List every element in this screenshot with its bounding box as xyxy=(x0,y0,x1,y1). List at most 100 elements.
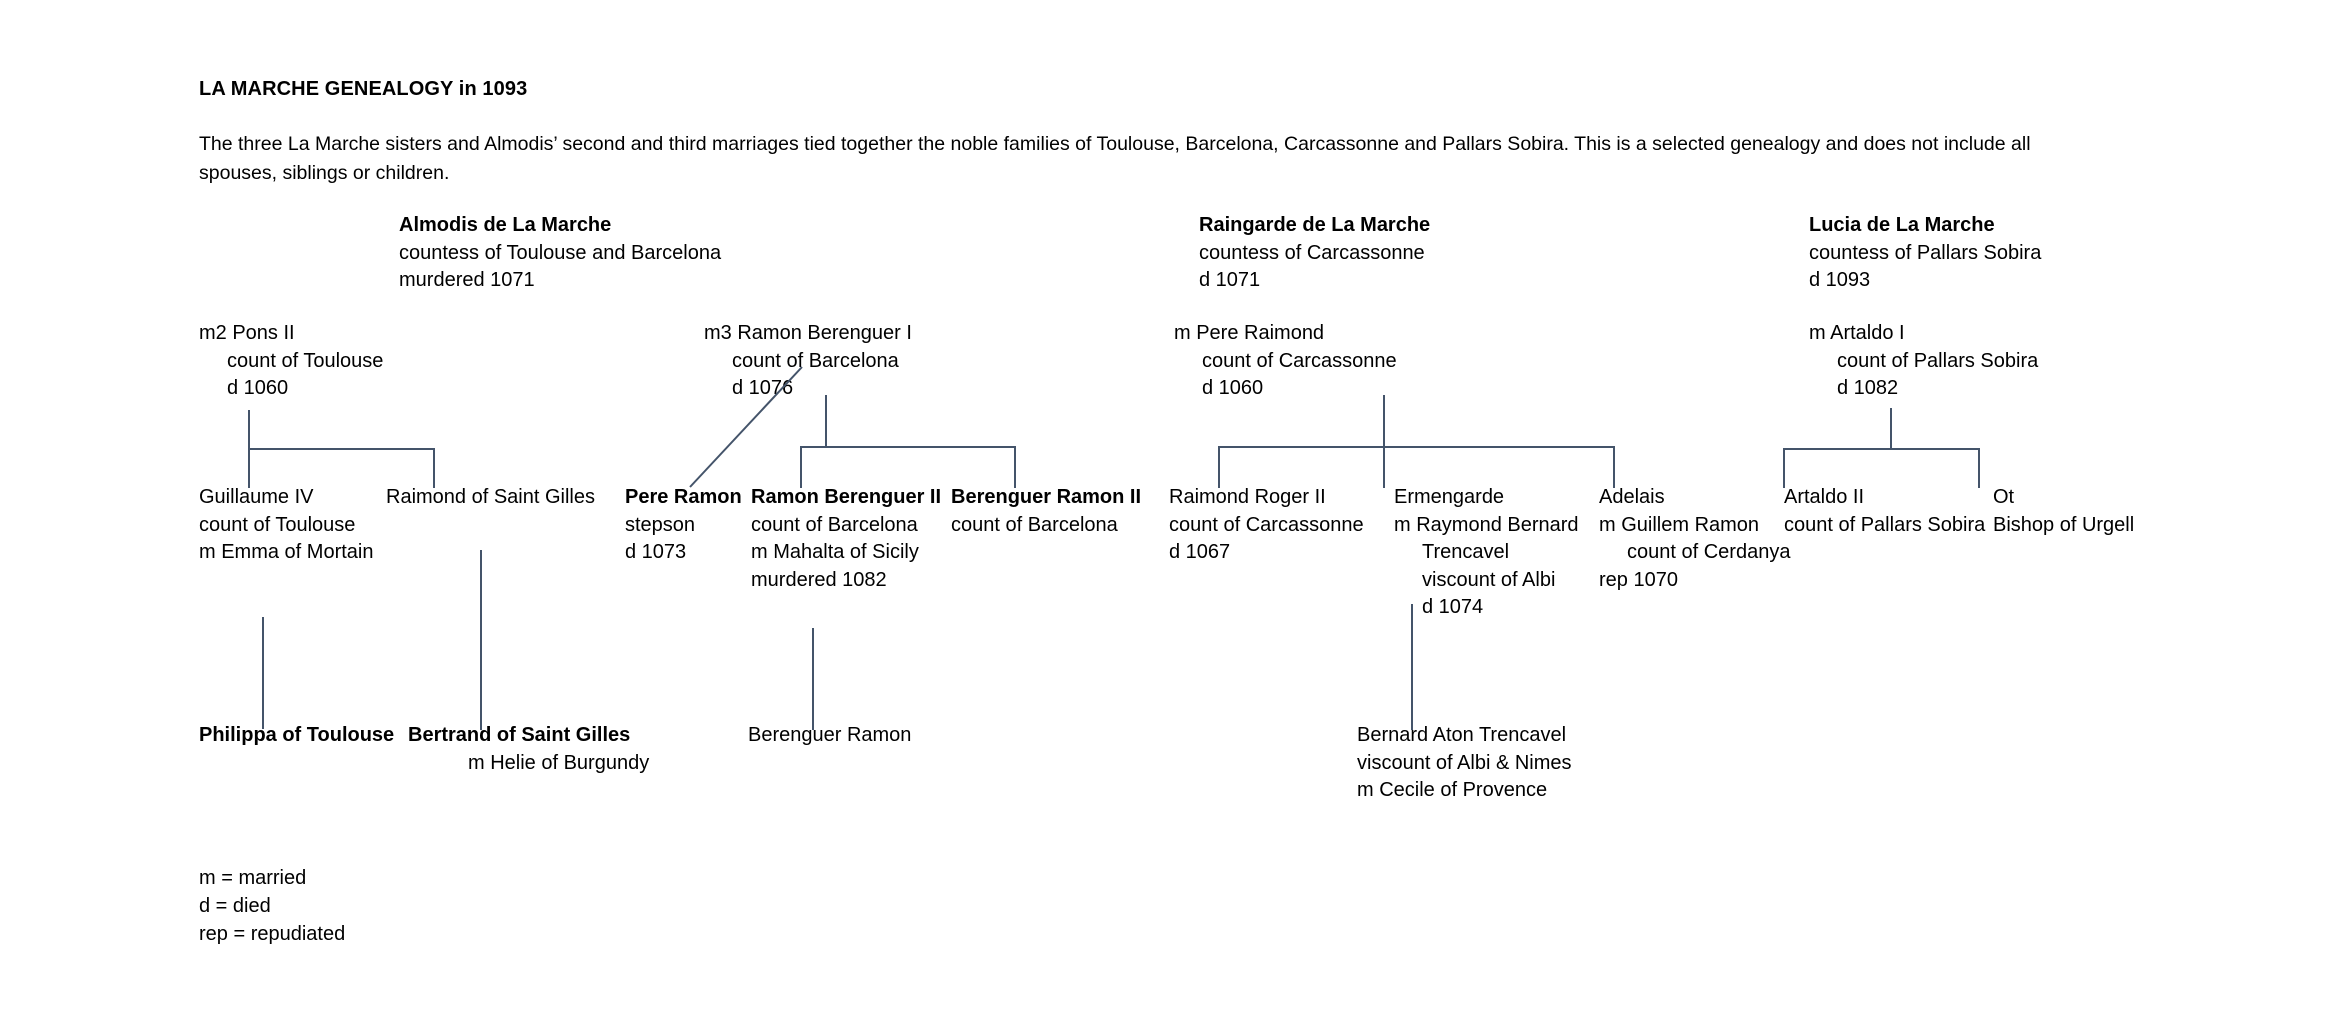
marriage-artaldo-i-spouse: m Artaldo I xyxy=(1809,322,1905,344)
person-almodis-title: countess of Toulouse and Barcelona xyxy=(399,241,722,264)
person-raingarde: Raingarde de La Marche countess of Carca… xyxy=(1199,212,1430,295)
legend-died: d = died xyxy=(199,895,271,917)
person-pere-ramon-line2: stepson xyxy=(625,513,696,536)
person-almodis: Almodis de La Marche countess of Toulous… xyxy=(399,212,721,295)
person-bertrand: Bertrand of Saint Gilles m Helie of Burg… xyxy=(408,722,649,777)
person-ot: Ot Bishop of Urgell xyxy=(1993,484,2134,539)
person-raimond-roger-ii: Raimond Roger II count of Carcassonne d … xyxy=(1169,484,1364,567)
person-bernard-aton-line3: m Cecile of Provence xyxy=(1357,779,1548,801)
person-bertrand-name: Bertrand of Saint Gilles xyxy=(408,724,631,746)
marriage-artaldo-i-death: d 1082 xyxy=(1837,377,1899,399)
person-lucia-name: Lucia de La Marche xyxy=(1809,214,1995,236)
person-ermengarde: Ermengarde m Raymond Bernard Trencavel v… xyxy=(1394,484,1579,622)
person-lucia-title: countess of Pallars Sobira xyxy=(1809,241,2042,264)
person-berenguer-ramon-ii: Berenguer Ramon II count of Barcelona xyxy=(951,484,1141,539)
person-lucia: Lucia de La Marche countess of Pallars S… xyxy=(1809,212,2041,295)
person-adelais-line4: rep 1070 xyxy=(1599,568,1678,591)
person-guillaume-iv-line3: m Emma of Mortain xyxy=(199,541,374,563)
person-berenguer-ramon: Berenguer Ramon xyxy=(748,722,911,750)
person-ramon-berenguer-ii-line4: murdered 1082 xyxy=(751,568,887,591)
person-bertrand-line2: m Helie of Burgundy xyxy=(468,751,650,774)
person-raingarde-death: d 1071 xyxy=(1199,269,1261,291)
intro-line-2: spouses, siblings or children. xyxy=(199,162,450,184)
person-guillaume-iv-line2: count of Toulouse xyxy=(199,513,356,536)
person-berenguer-ramon-ii-name: Berenguer Ramon II xyxy=(951,486,1142,508)
person-ermengarde-line3: Trencavel xyxy=(1422,541,1510,563)
person-ramon-berenguer-ii-line2: count of Barcelona xyxy=(751,513,918,536)
person-adelais-name: Adelais xyxy=(1599,486,1665,508)
person-artaldo-ii-name: Artaldo II xyxy=(1784,486,1865,508)
person-artaldo-ii: Artaldo II count of Pallars Sobira xyxy=(1784,484,1985,539)
marriage-ramon-berenguer-i-spouse: m3 Ramon Berenguer I xyxy=(704,322,912,344)
person-almodis-death: murdered 1071 xyxy=(399,269,535,291)
connector-bar-carcassonne xyxy=(1218,446,1615,448)
person-raimond-roger-ii-line2: count of Carcassonne xyxy=(1169,513,1364,536)
marriage-pere-raimond: m Pere Raimond count of Carcassonne d 10… xyxy=(1174,320,1397,403)
person-berenguer-ramon-name: Berenguer Ramon xyxy=(748,724,912,746)
person-raingarde-title: countess of Carcassonne xyxy=(1199,241,1425,264)
marriage-artaldo-i: m Artaldo I count of Pallars Sobira d 10… xyxy=(1809,320,2038,403)
intro-paragraph: The three La Marche sisters and Almodis’… xyxy=(199,130,2159,188)
marriage-artaldo-i-title: count of Pallars Sobira xyxy=(1837,349,2039,372)
person-lucia-death: d 1093 xyxy=(1809,269,1871,291)
marriage-pons-ii-title: count of Toulouse xyxy=(227,349,384,372)
marriage-pere-raimond-title: count of Carcassonne xyxy=(1202,349,1397,372)
person-guillaume-iv-name: Guillaume IV xyxy=(199,486,314,508)
person-ramon-berenguer-ii-line3: m Mahalta of Sicily xyxy=(751,541,919,563)
person-ramon-berenguer-ii-name: Ramon Berenguer II xyxy=(751,486,942,508)
connector-drop-raimond-saint-gilles xyxy=(433,448,435,488)
person-guillaume-iv: Guillaume IV count of Toulouse m Emma of… xyxy=(199,484,373,567)
connector-drop-ramon-berenguer-ii xyxy=(800,446,802,488)
person-ermengarde-line5: d 1074 xyxy=(1422,596,1484,618)
connector-drop-bertrand xyxy=(480,550,482,730)
person-ot-line2: Bishop of Urgell xyxy=(1993,513,2135,536)
person-pere-ramon-name: Pere Ramon xyxy=(625,486,742,508)
connector-drop-ot xyxy=(1978,448,1980,488)
person-berenguer-ramon-ii-line2: count of Barcelona xyxy=(951,513,1118,536)
person-pere-ramon-line3: d 1073 xyxy=(625,541,687,563)
connector-stem-toulouse xyxy=(248,410,250,450)
person-artaldo-ii-line2: count of Pallars Sobira xyxy=(1784,513,1986,536)
legend-married: m = married xyxy=(199,867,307,889)
marriage-ramon-berenguer-i-title: count of Barcelona xyxy=(732,349,899,372)
connector-drop-artaldo-ii xyxy=(1783,448,1785,488)
person-raimond-saint-gilles-name: Raimond of Saint Gilles xyxy=(386,486,595,508)
connector-bar-toulouse xyxy=(248,448,435,450)
connector-drop-adelais xyxy=(1613,446,1615,488)
marriage-pons-ii-spouse: m2 Pons II xyxy=(199,322,295,344)
page-title: LA MARCHE GENEALOGY in 1093 xyxy=(199,78,528,100)
person-pere-ramon: Pere Ramon stepson d 1073 xyxy=(625,484,742,567)
legend: m = married d = died rep = repudiated xyxy=(199,864,345,948)
person-bernard-aton-line2: viscount of Albi & Nimes xyxy=(1357,751,1572,774)
person-almodis-name: Almodis de La Marche xyxy=(399,214,612,236)
connector-drop-raimond-roger-ii xyxy=(1218,446,1220,488)
marriage-pere-raimond-spouse: m Pere Raimond xyxy=(1174,322,1325,344)
person-adelais-line2: m Guillem Ramon xyxy=(1599,513,1760,536)
person-ermengarde-line4: viscount of Albi xyxy=(1422,568,1556,591)
marriage-pere-raimond-death: d 1060 xyxy=(1202,377,1264,399)
person-raimond-roger-ii-name: Raimond Roger II xyxy=(1169,486,1326,508)
connector-drop-philippa xyxy=(262,617,264,729)
connector-bar-barcelona xyxy=(800,446,1016,448)
person-raimond-roger-ii-line3: d 1067 xyxy=(1169,541,1231,563)
connector-drop-bernard-aton xyxy=(1411,604,1413,730)
connector-drop-guillaume-iv xyxy=(248,448,250,488)
person-ermengarde-name: Ermengarde xyxy=(1394,486,1505,508)
person-philippa: Philippa of Toulouse xyxy=(199,722,394,750)
connector-diagonal-pere-ramon xyxy=(689,366,803,488)
marriage-ramon-berenguer-i: m3 Ramon Berenguer I count of Barcelona … xyxy=(704,320,912,403)
connector-stem-carcassonne xyxy=(1383,395,1385,448)
person-raingarde-name: Raingarde de La Marche xyxy=(1199,214,1431,236)
connector-stem-barcelona xyxy=(825,395,827,448)
person-philippa-name: Philippa of Toulouse xyxy=(199,724,395,746)
connector-bar-pallars xyxy=(1783,448,1980,450)
connector-drop-berenguer-ramon-ii xyxy=(1014,446,1016,488)
connector-stem-pallars xyxy=(1890,408,1892,450)
person-raimond-saint-gilles: Raimond of Saint Gilles xyxy=(386,484,595,512)
person-ramon-berenguer-ii: Ramon Berenguer II count of Barcelona m … xyxy=(751,484,941,594)
legend-repudiated: rep = repudiated xyxy=(199,923,346,945)
connector-drop-ermengarde xyxy=(1383,446,1385,488)
intro-line-1: The three La Marche sisters and Almodis’… xyxy=(199,133,2031,155)
person-ot-name: Ot xyxy=(1993,486,2015,508)
